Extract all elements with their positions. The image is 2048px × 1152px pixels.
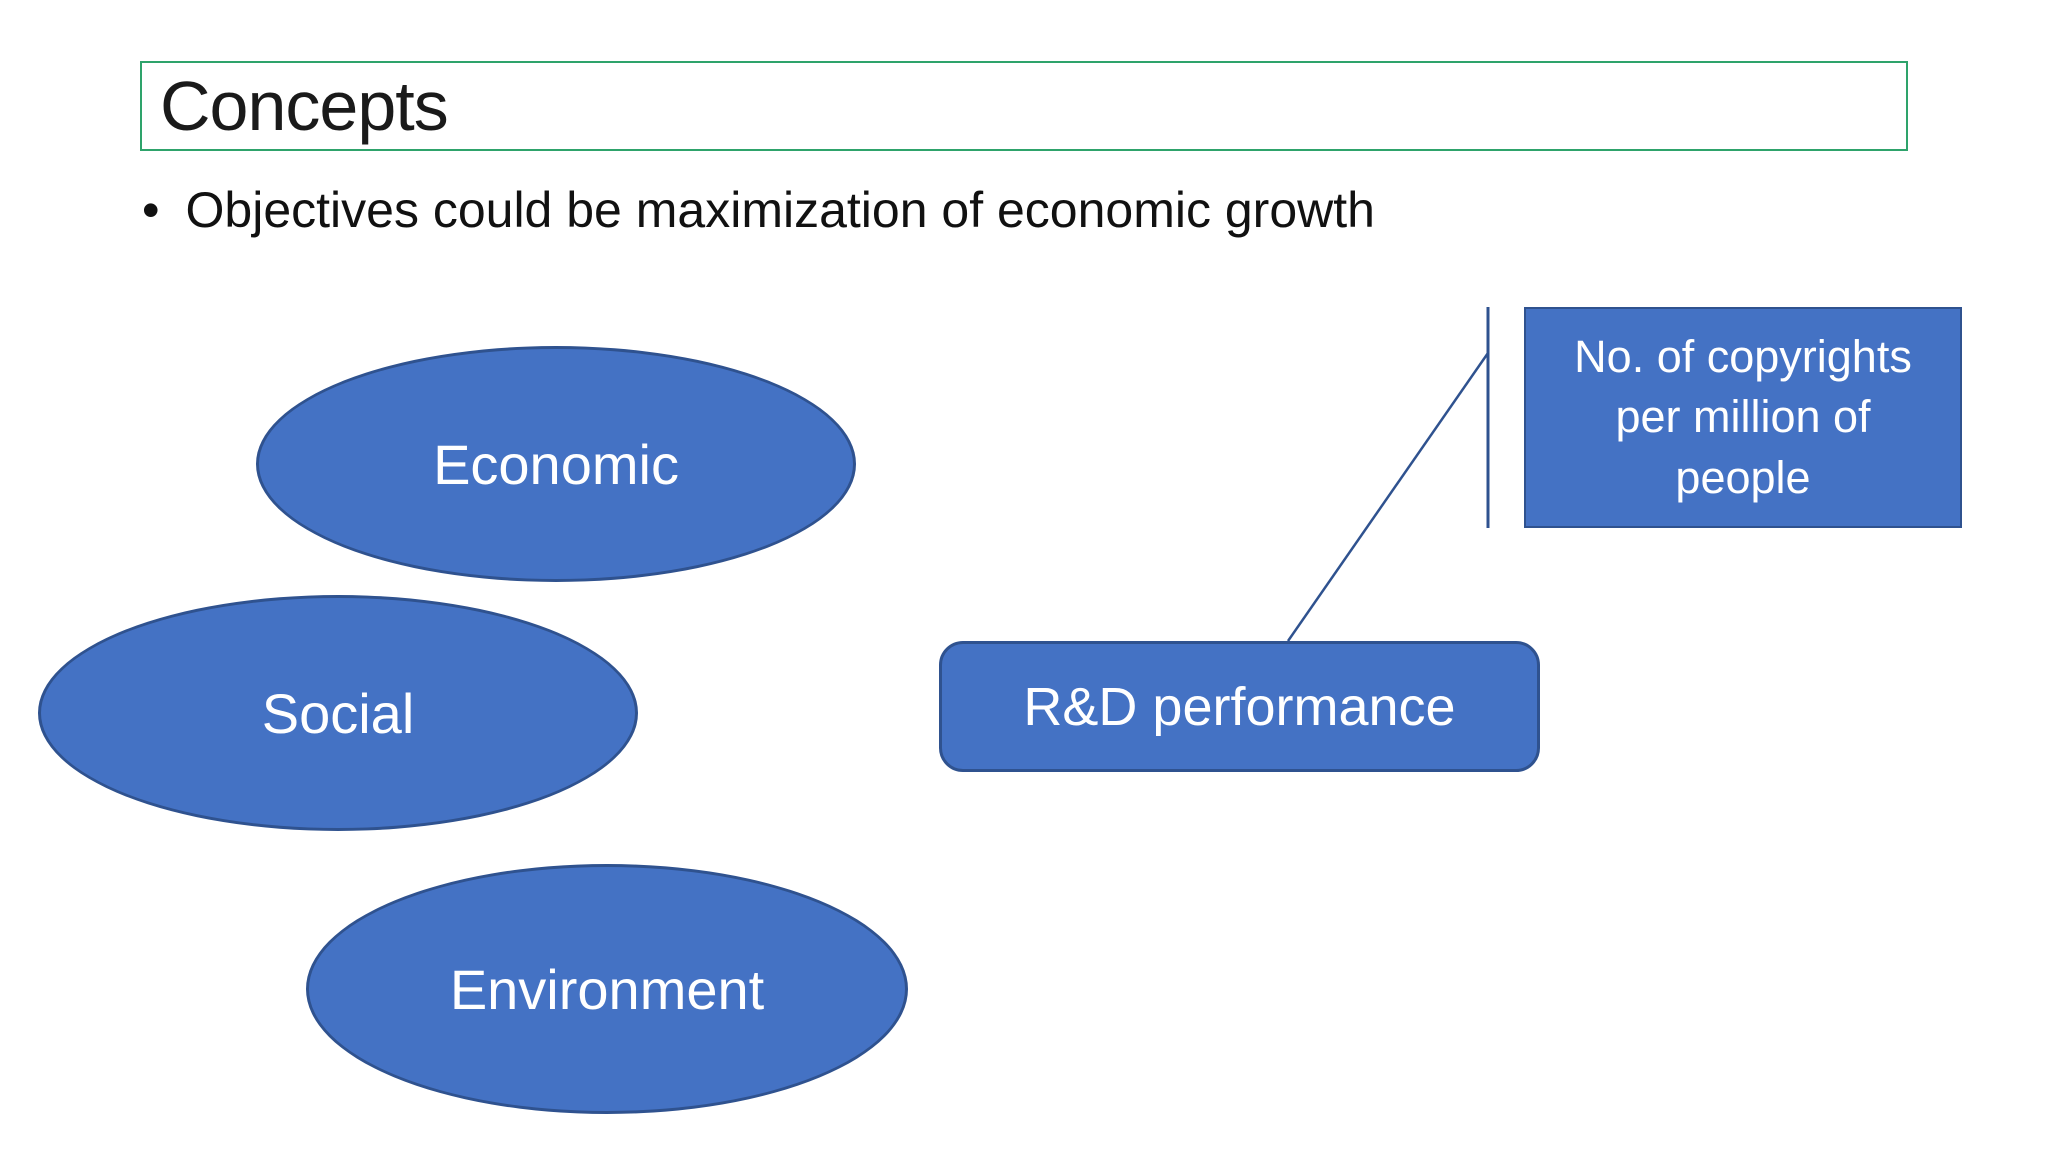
bullet-item: • Objectives could be maximization of ec… (142, 180, 1375, 240)
callout-diagonal-line (1286, 352, 1490, 642)
ellipse-economic-label: Economic (433, 432, 679, 496)
rd-performance-label: R&D performance (1023, 676, 1456, 737)
callout-text: No. of copyrights per million of people (1574, 331, 1912, 503)
callout-box: No. of copyrights per million of people (1524, 307, 1962, 528)
ellipse-environment: Environment (306, 864, 908, 1114)
ellipse-social-label: Social (261, 681, 415, 745)
ellipse-economic: Economic (256, 346, 856, 582)
slide-title: Concepts (160, 67, 449, 145)
rd-performance-box: R&D performance (939, 641, 1540, 772)
bullet-text: Objectives could be maximization of econ… (185, 182, 1375, 238)
bullet-marker: • (142, 182, 160, 238)
ellipse-environment-label: Environment (449, 957, 765, 1021)
ellipse-social: Social (38, 595, 638, 831)
slide-title-box: Concepts (140, 61, 1908, 151)
